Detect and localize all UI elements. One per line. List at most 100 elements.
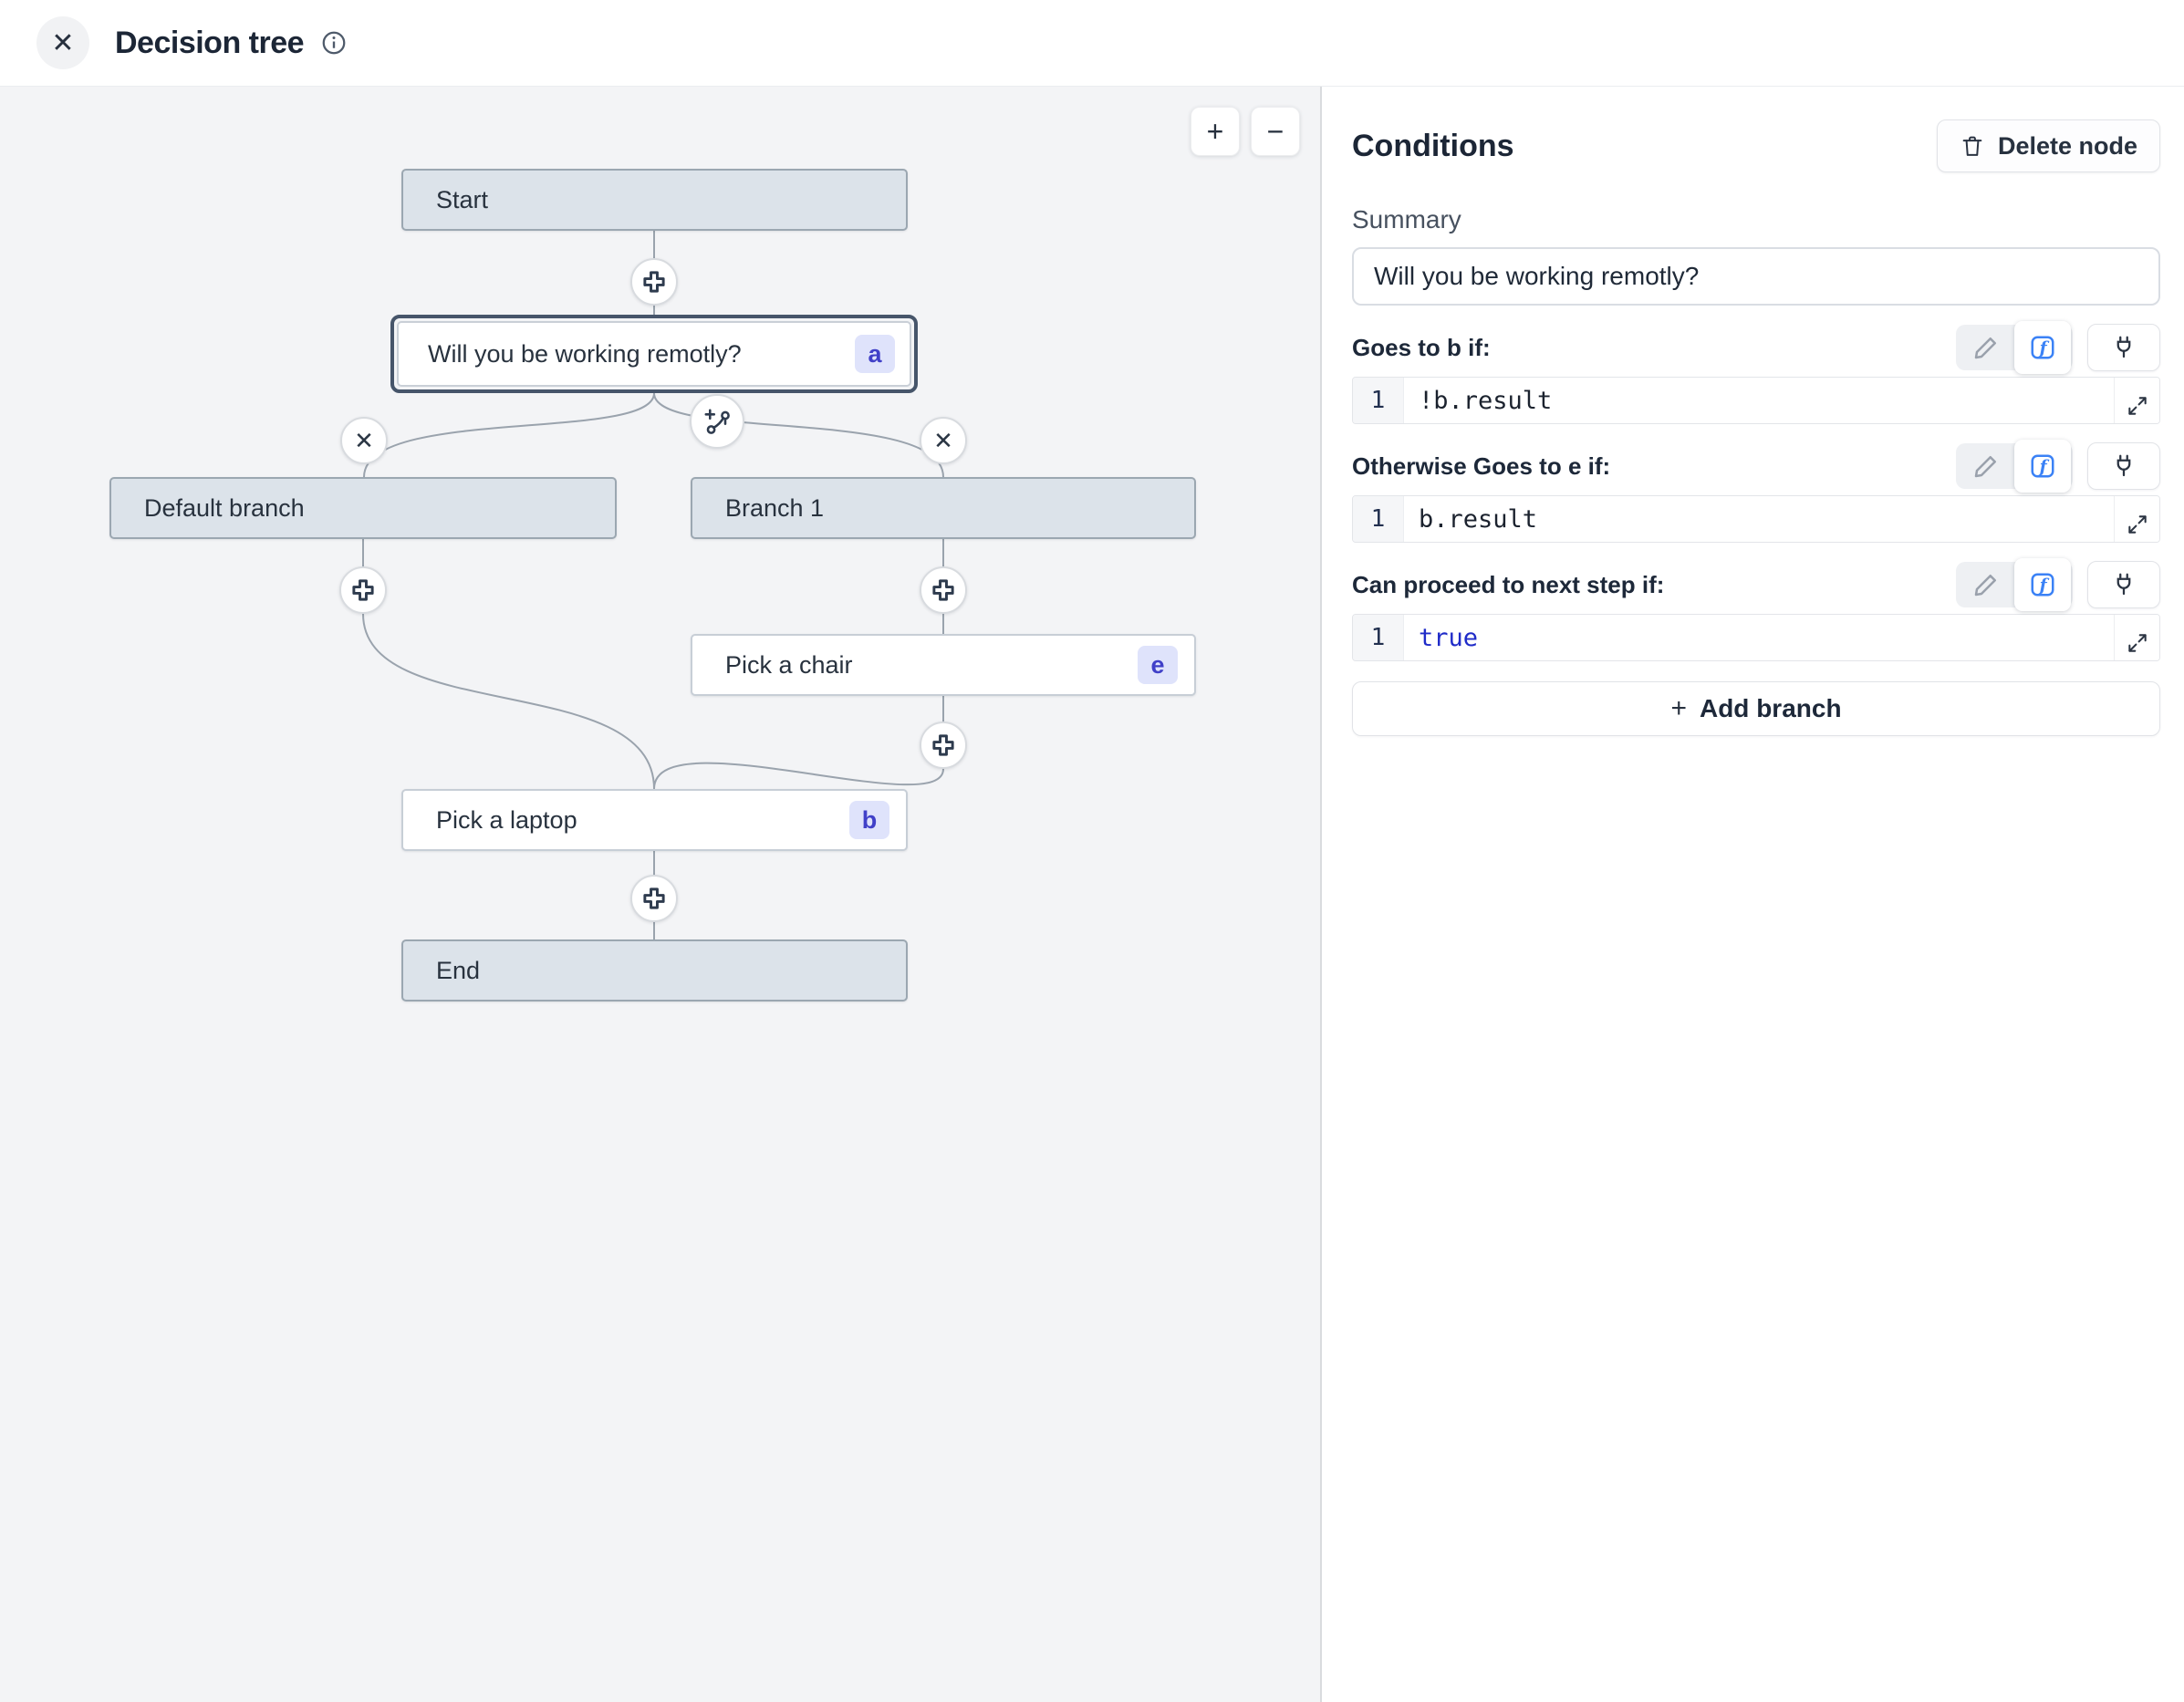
delete-node-label: Delete node (1997, 131, 2137, 160)
plug-button[interactable] (2087, 324, 2160, 371)
plus-cross-icon (643, 887, 665, 909)
node-label: Default branch (144, 493, 305, 522)
node-pick-laptop[interactable]: Pick a laptop b (401, 789, 908, 851)
fx-mode-button[interactable]: f (2014, 321, 2071, 374)
condition-label: Goes to b if: (1352, 333, 1491, 361)
zoom-out-button[interactable]: − (1251, 107, 1300, 156)
node-badge: b (849, 801, 889, 839)
condition-section: Can proceed to next step if: f (1352, 555, 2160, 661)
node-label: Pick a laptop (436, 805, 577, 834)
svg-text:f: f (2038, 456, 2050, 476)
add-step-button[interactable] (920, 721, 967, 769)
plus-cross-icon (932, 579, 954, 601)
mode-toggle: f (1956, 321, 2073, 374)
node-label: End (436, 956, 481, 984)
plug-button[interactable] (2087, 442, 2160, 490)
edit-mode-button[interactable] (1958, 325, 2014, 370)
condition-label: Can proceed to next step if: (1352, 570, 1665, 598)
condition-tools: f (1956, 558, 2160, 611)
delete-branch-button[interactable]: ✕ (340, 417, 388, 464)
plus-cross-icon (352, 579, 374, 601)
add-branch-button[interactable]: + Add branch (1352, 681, 2160, 736)
node-label: Will you be working remotly? (428, 339, 742, 368)
condition-tools: f (1956, 440, 2160, 493)
expand-editor-button[interactable] (2114, 378, 2159, 423)
edit-mode-button[interactable] (1958, 562, 2014, 607)
plug-icon (2116, 573, 2131, 596)
code-text: b.result (1419, 504, 1538, 534)
add-step-button[interactable] (630, 258, 678, 306)
code-text: !b.result (1419, 386, 1553, 415)
x-icon: ✕ (354, 426, 374, 454)
conditions-panel: Conditions Delete node Summary Goes to b… (1322, 87, 2182, 1702)
summary-label: Summary (1352, 205, 1461, 234)
zoom-in-button[interactable]: + (1191, 107, 1240, 156)
branch-plus-icon (704, 409, 730, 434)
node-label: Pick a chair (725, 650, 853, 679)
node-default-branch[interactable]: Default branch (109, 477, 617, 539)
edit-mode-button[interactable] (1958, 443, 2014, 489)
fx-mode-button[interactable]: f (2014, 558, 2071, 611)
node-pick-chair[interactable]: Pick a chair e (691, 634, 1196, 696)
close-button[interactable]: ✕ (36, 16, 89, 69)
node-label: Start (436, 185, 489, 213)
expand-icon (2127, 397, 2147, 415)
code-editor[interactable]: 1 b.result (1352, 495, 2160, 543)
info-icon[interactable] (320, 29, 348, 57)
condition-section: Goes to b if: f 1 (1352, 318, 2160, 424)
line-number: 1 (1353, 615, 1404, 660)
node-badge: a (855, 335, 895, 373)
pencil-icon (1974, 456, 1996, 478)
page-title: Decision tree (115, 25, 305, 60)
close-icon: ✕ (51, 27, 75, 58)
node-start[interactable]: Start (401, 169, 908, 231)
line-number: 1 (1353, 378, 1404, 423)
svg-text:f: f (2038, 337, 2050, 358)
zoom-controls: + − (1191, 107, 1300, 156)
condition-tools: f (1956, 321, 2160, 374)
trash-icon (1962, 136, 1982, 156)
mode-toggle: f (1956, 558, 2073, 611)
plug-button[interactable] (2087, 561, 2160, 608)
x-icon: ✕ (933, 426, 953, 454)
fx-icon: f (2031, 336, 2054, 359)
fx-mode-button[interactable]: f (2014, 440, 2071, 493)
expand-editor-button[interactable] (2114, 496, 2159, 542)
node-branch-1[interactable]: Branch 1 (691, 477, 1196, 539)
node-question-selected[interactable]: Will you be working remotly? a (390, 315, 918, 393)
mode-toggle: f (1956, 440, 2073, 493)
plug-icon (2116, 454, 2131, 477)
plug-icon (2116, 336, 2131, 358)
svg-text:f: f (2038, 575, 2050, 595)
line-number: 1 (1353, 496, 1404, 542)
delete-branch-button[interactable]: ✕ (920, 417, 967, 464)
expand-icon (2127, 634, 2147, 652)
add-step-button[interactable] (339, 566, 387, 614)
summary-input[interactable] (1352, 247, 2160, 306)
plus-cross-icon (932, 734, 954, 756)
node-end[interactable]: End (401, 939, 908, 1001)
add-branch-fork-button[interactable] (690, 394, 744, 449)
node-badge: e (1138, 646, 1178, 684)
add-step-button[interactable] (630, 875, 678, 922)
fx-icon: f (2031, 573, 2054, 597)
add-branch-label: Add branch (1699, 694, 1842, 722)
expand-editor-button[interactable] (2114, 615, 2159, 660)
node-label: Branch 1 (725, 493, 825, 522)
plus-cross-icon (643, 271, 665, 293)
expand-icon (2127, 515, 2147, 534)
code-editor[interactable]: 1 true (1352, 614, 2160, 661)
app-header: ✕ Decision tree (0, 0, 2184, 87)
delete-node-button[interactable]: Delete node (1936, 119, 2160, 172)
condition-label: Otherwise Goes to e if: (1352, 451, 1611, 480)
pencil-icon (1974, 337, 1996, 359)
plus-icon: + (1670, 693, 1687, 723)
condition-section: Otherwise Goes to e if: f (1352, 437, 2160, 543)
code-text: true (1419, 623, 1479, 652)
flow-canvas[interactable]: Start Will you be working remotly? a Def… (0, 87, 1322, 1702)
add-step-button[interactable] (920, 566, 967, 614)
code-editor[interactable]: 1 !b.result (1352, 377, 2160, 424)
panel-title: Conditions (1352, 128, 1514, 163)
fx-icon: f (2031, 454, 2054, 478)
pencil-icon (1974, 575, 1996, 597)
